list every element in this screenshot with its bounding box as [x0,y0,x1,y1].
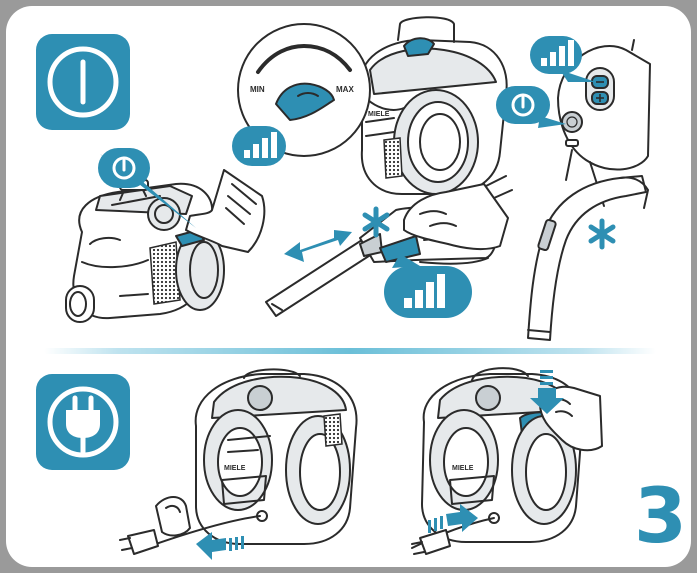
section-divider [44,348,656,354]
vacuum-suction-dial: MIELE [361,17,506,194]
power-tile-icon [36,34,130,130]
plug-tile-icon [36,374,130,470]
brand-label: MIELE [224,465,246,472]
max-label: MAX [336,85,354,94]
vacuum-pull-cord: MIELE [196,369,357,544]
suction-level-bubble-dial [232,126,286,166]
brand-label: MIELE [452,465,474,472]
brand-label: MIELE [368,111,390,118]
page-number: 3 [634,476,694,556]
min-label: MIN [250,85,265,94]
asterisk-icon [591,221,613,247]
hose-curve [528,176,648,340]
vacuum-open-lid [66,180,224,322]
hose-power-bubble [496,86,566,128]
